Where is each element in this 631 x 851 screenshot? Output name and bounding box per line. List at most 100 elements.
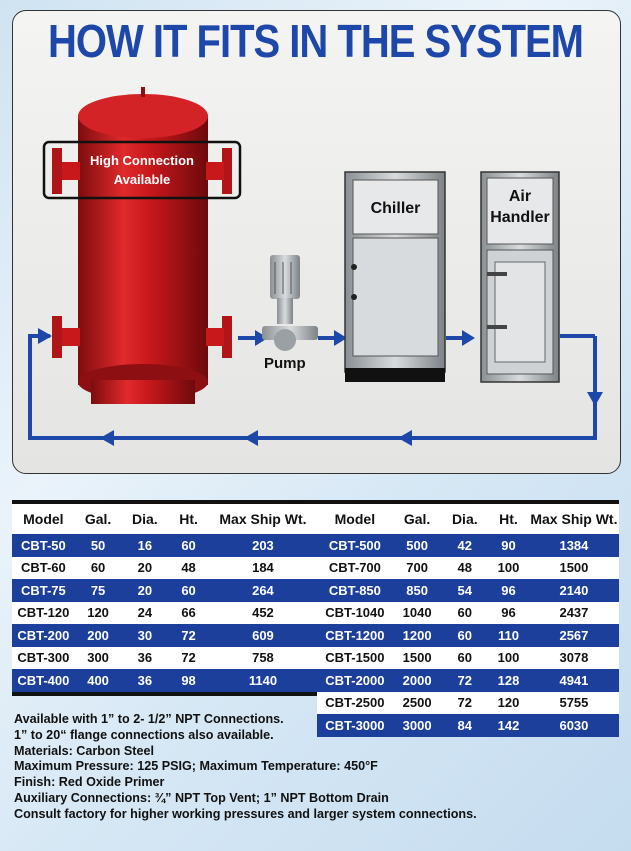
table-cell: 1500	[528, 556, 619, 579]
table-cell: 66	[168, 601, 209, 624]
table-cell: 4941	[528, 669, 619, 692]
chiller-label: Chiller	[370, 200, 421, 217]
table-cell: 20	[121, 556, 169, 579]
table-cell: 54	[441, 579, 489, 602]
table-cell: 700	[392, 556, 442, 579]
table-cell: 36	[121, 669, 169, 696]
note-line: 1” to 20“ flange connections also availa…	[14, 727, 274, 742]
table-cell: CBT-300	[12, 646, 75, 669]
table-cell: CBT-3000	[317, 714, 393, 737]
flow-arrows	[38, 328, 603, 446]
column-header: Dia.	[121, 500, 169, 534]
column-header: Dia.	[441, 500, 489, 534]
table-cell: 72	[441, 691, 489, 714]
table-cell: 24	[121, 601, 169, 624]
table-cell: CBT-400	[12, 669, 75, 696]
table-cell: 100	[488, 556, 529, 579]
table-cell: CBT-850	[317, 579, 393, 602]
table-cell: 96	[488, 601, 529, 624]
table-cell: 452	[208, 601, 317, 624]
table-cell: 60	[74, 556, 122, 579]
table-cell: 128	[488, 669, 529, 692]
table-cell: 48	[441, 556, 489, 579]
table-cell: 84	[441, 714, 489, 737]
table-cell: 30	[121, 624, 169, 647]
buffer-tank	[42, 87, 242, 404]
table-cell: 609	[208, 624, 317, 647]
table-cell: 60	[168, 579, 209, 602]
table-cell: 400	[74, 669, 122, 696]
table-cell: CBT-2500	[317, 691, 393, 714]
table-cell: 60	[441, 601, 489, 624]
table-cell: 1200	[392, 624, 442, 647]
table-cell: 75	[74, 579, 122, 602]
table-cell: 758	[208, 646, 317, 669]
table-cell: CBT-1200	[317, 624, 393, 647]
table-cell: 16	[121, 534, 169, 557]
table-cell: 72	[168, 624, 209, 647]
column-header: Model	[317, 500, 393, 534]
air-handler-label-line2: Handler	[490, 209, 550, 226]
table-cell: 2000	[392, 669, 442, 692]
table-cell: CBT-1500	[317, 646, 393, 669]
table-cell: 142	[488, 714, 529, 737]
system-diagram	[28, 87, 603, 446]
table-cell: 1500	[392, 646, 442, 669]
tank-callout: High Connection Available	[48, 151, 236, 189]
table-cell: 90	[488, 534, 529, 557]
table-cell: 60	[441, 646, 489, 669]
air-handler-label-line1: Air	[508, 188, 532, 205]
column-header: Model	[12, 500, 75, 534]
table-cell: 72	[168, 646, 209, 669]
arrow-right-icon	[38, 328, 52, 344]
notes: Available with 1” to 2- 1/2” NPT Connect…	[14, 712, 477, 823]
table-cell: 200	[74, 624, 122, 647]
table-cell: CBT-700	[317, 556, 393, 579]
table-cell: 96	[488, 579, 529, 602]
pump-label: Pump	[264, 355, 306, 372]
table-cell: CBT-2000	[317, 669, 393, 692]
chiller	[344, 171, 446, 382]
table-cell: CBT-500	[317, 534, 393, 557]
tank-callout-line1: High Connection	[90, 153, 194, 168]
table-cell: 500	[392, 534, 442, 557]
table-cell: CBT-60	[12, 556, 75, 579]
column-header: Max Ship Wt.	[208, 500, 317, 534]
table-cell: 2140	[528, 579, 619, 602]
table-cell: 120	[74, 601, 122, 624]
column-header: Ht.	[488, 500, 529, 534]
table-cell: 36	[121, 646, 169, 669]
arrow-right-icon	[334, 330, 347, 346]
table-cell: CBT-200	[12, 624, 75, 647]
table-cell: 48	[168, 556, 209, 579]
note-line: Available with 1” to 2- 1/2” NPT Connect…	[14, 712, 284, 726]
table-cell: 50	[74, 534, 122, 557]
note-line: Auxiliary Connections: ¾” NPT Top Vent; …	[14, 790, 389, 805]
arrow-right-icon	[462, 330, 475, 346]
table-cell: 264	[208, 579, 317, 602]
note-line: Materials: Carbon Steel	[14, 743, 154, 758]
table-cell: 3078	[528, 646, 619, 669]
arrow-left-icon	[398, 430, 412, 446]
arrow-right-icon	[255, 330, 268, 346]
table-cell: 2437	[528, 601, 619, 624]
table-cell: 184	[208, 556, 317, 579]
pump	[262, 255, 318, 351]
table-cell: 98	[168, 669, 209, 696]
table-cell: 20	[121, 579, 169, 602]
